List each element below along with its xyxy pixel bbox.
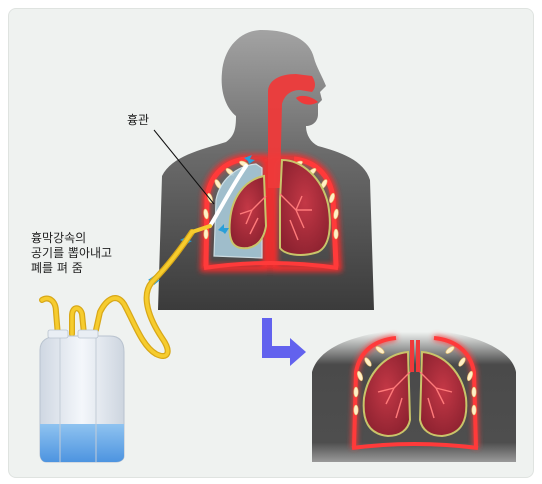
chest-tube-icon [39, 164, 248, 359]
chest-tube-pointer-line [153, 129, 215, 205]
airway-icon [268, 74, 318, 188]
drainage-bottle-icon [39, 329, 125, 463]
lung-left-collapsed-icon [228, 174, 268, 250]
diaphragm-line [203, 261, 339, 270]
rib-marks [203, 160, 339, 240]
body-silhouette-result-icon [312, 332, 516, 462]
drainage-note-line-3: 폐를 펴 줌 [31, 261, 83, 275]
arrow-right-down-icon [262, 318, 306, 366]
drainage-note-line-1: 흉막강속의 [31, 231, 87, 245]
rib-marks-result [353, 346, 477, 416]
pleura-result [351, 335, 479, 450]
pleura-left [203, 156, 247, 267]
lung-right-icon [279, 158, 331, 256]
lungs-result-icon [362, 340, 468, 438]
drainage-note-line-2: 공기를 뽑아내고 [31, 246, 113, 260]
drainage-note: 흉막강속의 공기를 뽑아내고 폐를 펴 줌 [31, 231, 112, 276]
chest-tube-label: 흉관 [127, 113, 150, 127]
